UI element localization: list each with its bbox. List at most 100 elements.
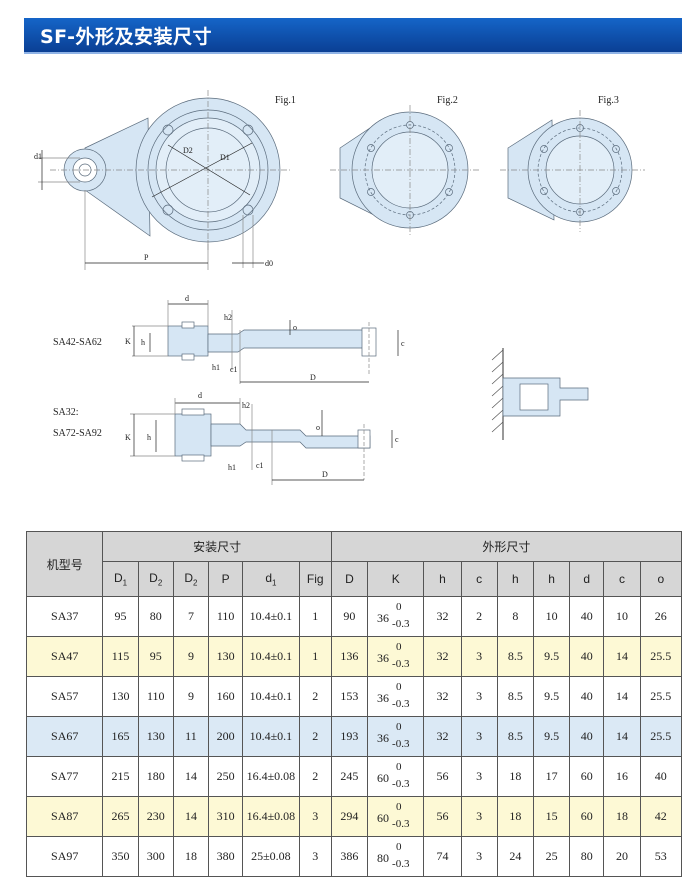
dim-h-label: h — [141, 338, 145, 347]
cell-d1: 10.4±0.1 — [242, 676, 300, 717]
cell-h_a: 8.5 — [496, 636, 534, 677]
column-header-base: h — [439, 572, 446, 586]
cell-d: 40 — [569, 676, 605, 717]
cell-P: 130 — [208, 636, 244, 677]
column-header: h — [532, 561, 571, 597]
model-header: 机型号 — [25, 531, 104, 597]
cell-D1: 165 — [102, 716, 139, 757]
column-header-base: Fig — [306, 572, 324, 586]
dim-c1-label-2: c1 — [256, 461, 264, 470]
k-lower-tolerance: -0.3 — [392, 818, 410, 830]
cell-h_a: 18 — [496, 796, 534, 837]
dim-D-label-2: D — [322, 470, 328, 479]
column-header: h — [496, 561, 534, 597]
cell-h_b: 9.5 — [532, 676, 571, 717]
dim-K-label: K — [125, 337, 131, 346]
cell-o: 25.5 — [639, 716, 683, 757]
k-value: 60 — [377, 811, 390, 825]
cell-d: 40 — [569, 596, 605, 637]
column-header-base: D — [184, 570, 194, 585]
column-header-base: d — [583, 572, 591, 586]
cell-h_b: 10 — [532, 596, 571, 637]
outline-header: 外形尺寸 — [330, 531, 683, 562]
cell-D2: 180 — [137, 756, 174, 797]
cell-d: 40 — [569, 716, 605, 757]
cell-h_b: 17 — [532, 756, 571, 797]
cell-c_b: 16 — [603, 756, 641, 797]
cell-D: 294 — [330, 796, 369, 837]
cell-h_a: 8.5 — [496, 676, 534, 717]
fig1-drawing — [38, 90, 290, 270]
cell-D2: 230 — [137, 796, 174, 837]
k-value: 60 — [377, 771, 390, 785]
cell-o: 53 — [639, 836, 683, 877]
cell-d: 40 — [569, 636, 605, 677]
cell-c: 3 — [460, 676, 498, 717]
cell-D2: 80 — [137, 596, 174, 637]
technical-drawings: Fig.1 d1 D2 D1 P d0 Fig.2 Fig.3 — [34, 90, 645, 485]
cell-P: 110 — [208, 596, 244, 637]
cell-h_a: 24 — [496, 836, 534, 877]
dim-c1-label: c1 — [230, 365, 238, 374]
cell-c_b: 14 — [603, 636, 641, 677]
cell-o: 25.5 — [639, 676, 683, 717]
cell-h: 32 — [423, 716, 462, 757]
cell-D1: 115 — [102, 636, 139, 677]
dim-d1-label: d1 — [34, 152, 42, 161]
dim-d-label-2: d — [198, 391, 202, 400]
column-header: c — [460, 561, 498, 597]
cell-c_b: 20 — [603, 836, 641, 877]
dim-o-label-2: o — [316, 423, 320, 432]
dim-D-label: D — [310, 373, 316, 382]
cell-model: SA77 — [25, 756, 104, 797]
k-upper-tolerance: 0 — [396, 841, 402, 853]
cell-model: SA37 — [25, 596, 104, 637]
dim-h2-label-2: h2 — [242, 401, 250, 410]
install-header: 安装尺寸 — [102, 531, 332, 562]
cell-h_b: 9.5 — [532, 716, 571, 757]
cell-h_a: 8.5 — [496, 716, 534, 757]
cell-h: 32 — [423, 636, 462, 677]
cell-o: 25.5 — [639, 636, 683, 677]
title-rule — [24, 52, 682, 54]
k-value: 80 — [377, 851, 390, 865]
cell-D: 386 — [330, 836, 369, 877]
cell-d1: 16.4±0.08 — [242, 796, 300, 837]
cell-d: 60 — [569, 796, 605, 837]
cell-fig: 2 — [298, 716, 332, 757]
cell-fig: 1 — [298, 636, 332, 677]
column-header: D1 — [102, 561, 139, 597]
cell-D: 245 — [330, 756, 369, 797]
column-header: d — [569, 561, 605, 597]
dim-D1-label: D1 — [220, 153, 230, 162]
cell-c: 3 — [460, 836, 498, 877]
cell-model: SA67 — [25, 716, 104, 757]
k-upper-tolerance: 0 — [396, 641, 402, 653]
column-header-base: h — [548, 572, 555, 586]
cell-c: 3 — [460, 636, 498, 677]
cell-D2: 95 — [137, 636, 174, 677]
column-header-subscript: 1 — [272, 578, 277, 588]
cell-h: 32 — [423, 676, 462, 717]
cell-D2: 110 — [137, 676, 174, 717]
cell-h: 32 — [423, 596, 462, 637]
cell-D2b: 9 — [172, 676, 210, 717]
k-upper-tolerance: 0 — [396, 721, 402, 733]
k-lower-tolerance: -0.3 — [392, 698, 410, 710]
dim-h-label-2: h — [147, 433, 151, 442]
cell-D2: 300 — [137, 836, 174, 877]
side-view-1-labels: SA42-SA62 K h d h2 h1 c1 o D c — [53, 294, 405, 382]
column-header-base: D — [345, 572, 354, 586]
cell-o: 42 — [639, 796, 683, 837]
cell-h: 56 — [423, 756, 462, 797]
model-group-1-label: SA42-SA62 — [53, 337, 102, 348]
cell-h: 74 — [423, 836, 462, 877]
